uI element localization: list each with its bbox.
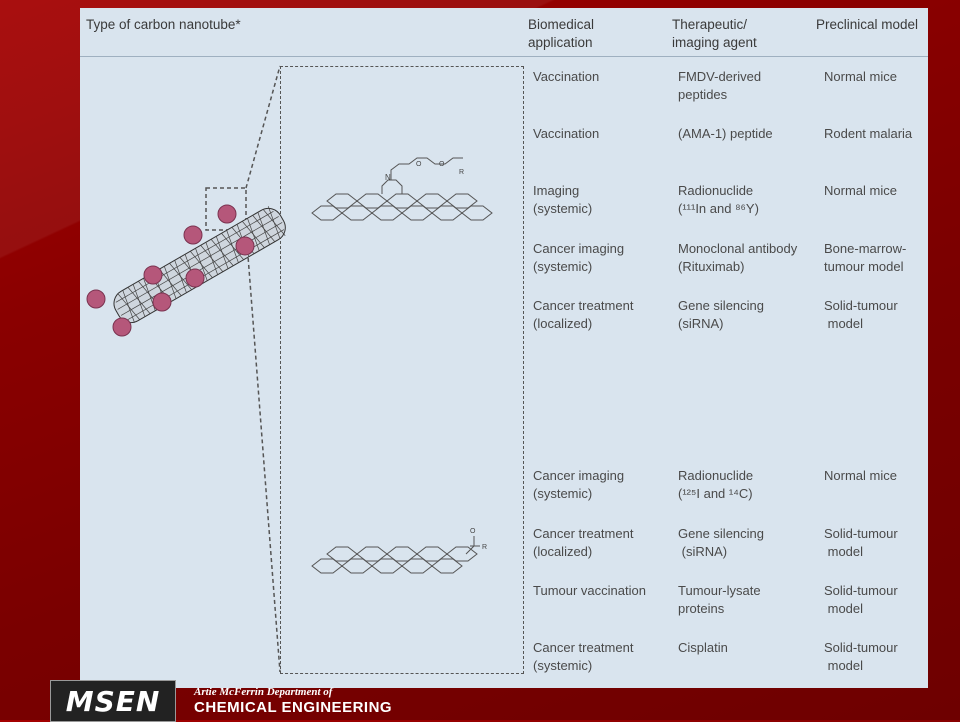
atom-r1: R <box>459 169 464 176</box>
nanotube-illustration: N O O R O R <box>86 65 493 673</box>
molecule-top <box>311 157 493 221</box>
row-7-app: Cancer treatment (localized) <box>533 526 634 559</box>
row-6-app: Cancer imaging (systemic) <box>533 468 625 501</box>
atom-n: N <box>385 173 391 182</box>
particle <box>152 292 172 312</box>
atom-o3: O <box>470 528 476 535</box>
particle <box>185 268 205 288</box>
row-4-agent: Monoclonal antibody (Rituximab) <box>678 241 798 274</box>
row-4-model: Bone-marrow- tumour model <box>824 241 907 274</box>
particle <box>86 289 106 309</box>
zoom-line-bottom <box>245 229 281 673</box>
row-3-app: Imaging (systemic) <box>533 183 593 216</box>
row-8-app: Tumour vaccination <box>533 583 646 598</box>
header-application: Biomedical application <box>528 17 595 50</box>
zoom-box <box>280 66 524 674</box>
table-panel: Type of carbon nanotube* Biomedical appl… <box>80 8 928 688</box>
row-9-app: Cancer treatment (systemic) <box>533 640 634 673</box>
row-2-app: Vaccination <box>533 126 600 141</box>
msen-logo[interactable]: MSEN <box>50 680 176 722</box>
row-9-agent: Cisplatin <box>678 640 728 655</box>
selection-box <box>205 187 247 231</box>
department-line-2: CHEMICAL ENGINEERING <box>194 699 393 716</box>
row-3-model: Normal mice <box>824 183 897 198</box>
logo-text: MSEN <box>65 684 161 718</box>
row-5-app: Cancer treatment (localized) <box>533 298 634 331</box>
particle <box>143 265 163 285</box>
row-8-agent: Tumour-lysate proteins <box>678 583 761 616</box>
header-type: Type of carbon nanotube* <box>86 17 241 32</box>
particle <box>183 225 203 245</box>
row-7-agent: Gene silencing (siRNA) <box>678 526 764 559</box>
header-model: Preclinical model <box>816 17 919 32</box>
particle <box>112 317 132 337</box>
nanotube <box>113 206 286 324</box>
molecule-bottom <box>311 536 480 574</box>
atom-o2: O <box>439 161 445 168</box>
row-6-model: Normal mice <box>824 468 897 483</box>
particle <box>235 236 255 256</box>
row-9-model: Solid-tumour model <box>824 640 898 673</box>
row-8-model: Solid-tumour model <box>824 583 898 616</box>
row-2-agent: (AMA-1) peptide <box>678 126 773 141</box>
row-4-app: Cancer imaging (systemic) <box>533 241 625 274</box>
department-line-1: Artie McFerrin Department of <box>194 686 333 698</box>
row-1-model: Normal mice <box>824 69 897 84</box>
row-7-model: Solid-tumour model <box>824 526 898 559</box>
row-1-agent: FMDV-derived peptides <box>678 69 762 102</box>
row-5-model: Solid-tumour model <box>824 298 898 331</box>
row-6-agent: Radionuclide (¹²⁵I and ¹⁴C) <box>678 468 754 501</box>
particle <box>217 204 237 224</box>
row-3-agent: Radionuclide (¹¹¹In and ⁸⁶Y) <box>678 183 759 216</box>
atom-o1: O <box>416 161 422 168</box>
footer: MSEN Artie McFerrin Department of CHEMIC… <box>50 680 450 722</box>
particles <box>86 204 255 337</box>
row-5-agent: Gene silencing (siRNA) <box>678 298 764 331</box>
header-agent: Therapeutic/ imaging agent <box>672 17 757 50</box>
zoom-line-top <box>245 65 281 189</box>
header-divider <box>80 56 928 57</box>
atom-r2: R <box>482 544 487 551</box>
row-2-model: Rodent malaria <box>824 126 913 141</box>
row-1-app: Vaccination <box>533 69 600 84</box>
